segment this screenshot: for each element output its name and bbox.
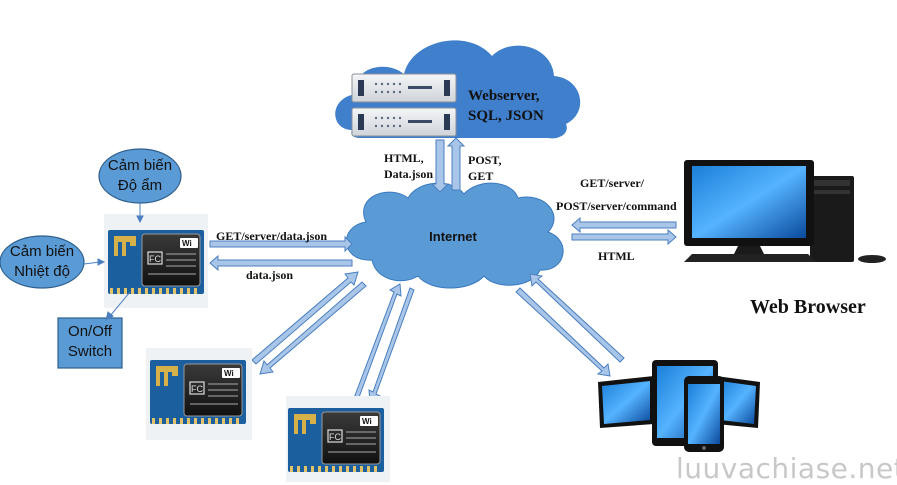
- server-label-line-1: Webserver,: [468, 88, 540, 104]
- temperature-sensor-line-2: Nhiệt độ: [14, 263, 70, 280]
- server-to-internet-label-line-2: Data.json: [384, 167, 434, 181]
- switch-label-line-2: Switch: [67, 343, 113, 360]
- server-to-internet-label-line-1: HTML,: [384, 151, 424, 165]
- browser-internet-arrows: [571, 216, 677, 246]
- browser-request-label: GET/server/ POST/server/command: [556, 172, 677, 218]
- temperature-sensor-line-1: Cảm biến: [9, 243, 75, 260]
- module3-internet-arrows: [353, 283, 415, 403]
- browser-request-label-line-2: POST/server/command: [556, 199, 677, 213]
- esp-module-3: [286, 396, 390, 482]
- internet-label: Internet: [429, 229, 477, 244]
- browser-caption: Web Browser: [750, 296, 866, 318]
- watermark: luuvachiase.net: [676, 452, 897, 485]
- server-internet-arrows: [430, 137, 466, 193]
- module2-internet-arrows: [251, 271, 367, 375]
- switch-label-line-1: On/Off: [68, 323, 112, 340]
- server-label-line-2: SQL, JSON: [468, 108, 544, 124]
- humidity-sensor-label: Cảm biến Độ ẩm: [100, 156, 180, 196]
- sensor-connectors: [83, 203, 144, 322]
- esp-response-label: data.json: [246, 268, 294, 282]
- humidity-sensor-line-2: Độ ẩm: [117, 177, 163, 194]
- internet-cloud: [346, 182, 564, 289]
- mobile-devices-icon: [598, 360, 760, 452]
- switch-label: On/Off Switch: [58, 322, 122, 362]
- mobile-internet-arrows: [515, 273, 625, 377]
- server-label: Webserver, SQL, JSON: [468, 86, 544, 126]
- switch-node: [57, 317, 123, 369]
- esp-request-label: GET/server/data.json: [216, 229, 327, 243]
- browser-request-label-line-1: GET/server/: [580, 176, 644, 190]
- temperature-sensor-node: [0, 235, 85, 289]
- desktop-computer-icon: [684, 160, 886, 263]
- server-rack-icon: [351, 73, 457, 137]
- server-to-internet-label: HTML, Data.json: [384, 150, 433, 182]
- humidity-sensor-line-1: Cảm biến: [107, 157, 173, 174]
- esp-module-main: [104, 214, 208, 308]
- esp-module-2: [146, 348, 252, 440]
- module-internet-arrows: [209, 235, 353, 272]
- internet-to-server-label: POST, GET: [468, 152, 501, 184]
- browser-response-label: HTML: [598, 249, 635, 263]
- temperature-sensor-label: Cảm biến Nhiệt độ: [0, 242, 84, 282]
- internet-to-server-label-line-1: POST,: [468, 153, 502, 167]
- internet-to-server-label-line-2: GET: [468, 169, 494, 183]
